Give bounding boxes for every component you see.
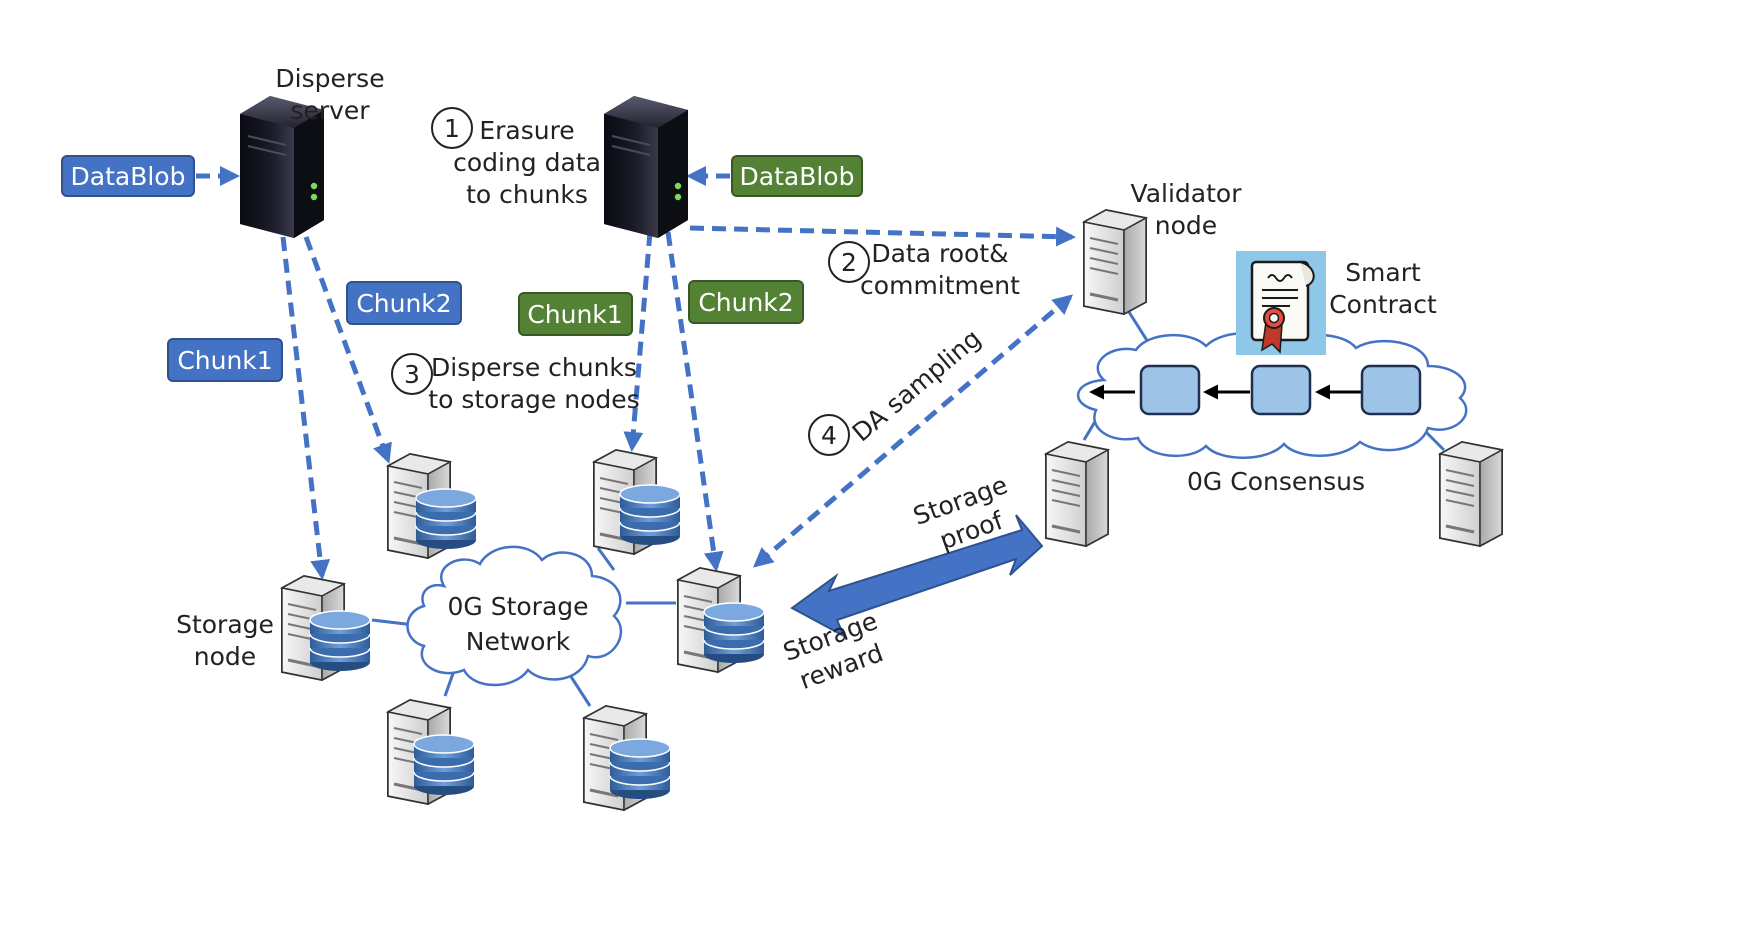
storage-node-label: Storage node xyxy=(176,610,274,671)
consensus-node-left xyxy=(1044,440,1110,548)
smart-contract-icon xyxy=(1236,251,1326,355)
storage-node-4 xyxy=(676,566,765,674)
dashed-flow-arrows xyxy=(196,166,1076,580)
storage-node-2 xyxy=(592,448,681,556)
storage-node-5 xyxy=(386,698,475,806)
datablob-tag-right: DataBlob xyxy=(731,155,863,197)
label-line: Data root& xyxy=(871,239,1008,268)
chunk1-blue-tag: Chunk1 xyxy=(167,338,283,382)
storage-node-3 xyxy=(280,574,371,682)
step-1-badge: 1 xyxy=(431,107,473,149)
disperse-chunks-label: Disperse chunks to storage nodes xyxy=(428,353,639,414)
data-root-arrow xyxy=(689,225,1076,247)
chunk1-green-tag: Chunk1 xyxy=(518,292,633,336)
datablob-right-text: DataBlob xyxy=(740,162,855,191)
smart-contract-label: Smart Contract xyxy=(1329,258,1437,319)
step-3-number: 3 xyxy=(404,360,420,389)
chunk2-green-tag: Chunk2 xyxy=(688,280,804,324)
da-sampling-arrow xyxy=(752,294,1074,568)
step-3-badge: 3 xyxy=(391,353,433,395)
data-root-label: Data root& commitment xyxy=(860,239,1020,300)
step-2-badge: 2 xyxy=(828,241,870,283)
storage-reward-label: Storage reward xyxy=(779,606,887,695)
chunk2-blue-arrow xyxy=(303,236,392,464)
disperse-server-right xyxy=(603,95,689,239)
disperse-server-label: Disperse server xyxy=(275,64,384,125)
blockchain xyxy=(1089,364,1422,416)
chunk1-blue-arrow xyxy=(280,236,331,580)
chunk2-blue-text: Chunk2 xyxy=(356,289,451,318)
chunk2-green-text: Chunk2 xyxy=(698,288,793,317)
label-line: Disperse chunks xyxy=(431,353,637,382)
step-4-number: 4 xyxy=(821,421,837,450)
storage-network-label: 0G Storage Network xyxy=(447,592,588,656)
label-line: node xyxy=(1155,211,1217,240)
label-line: Smart xyxy=(1345,258,1421,287)
block xyxy=(1139,364,1201,416)
chunk2-green-arrow xyxy=(665,231,724,572)
label-line: commitment xyxy=(860,271,1020,300)
chunk2-blue-tag: Chunk2 xyxy=(346,281,462,325)
step-1-number: 1 xyxy=(444,114,460,143)
consensus-label: 0G Consensus xyxy=(1187,467,1365,496)
label-line: node xyxy=(194,642,256,671)
chunk1-blue-text: Chunk1 xyxy=(177,346,272,375)
consensus-node-right xyxy=(1438,440,1504,548)
step-4-badge: 4 xyxy=(808,414,850,456)
label-line: 0G Storage xyxy=(447,592,588,621)
label-line: Storage xyxy=(176,610,274,639)
step-2-number: 2 xyxy=(841,248,857,277)
erasure-coding-label: Erasure coding data to chunks xyxy=(453,116,601,209)
block xyxy=(1250,364,1312,416)
datablob-tag-left: DataBlob xyxy=(61,155,195,197)
label-line: server xyxy=(290,96,370,125)
label-line: to storage nodes xyxy=(428,385,639,414)
label-line: Contract xyxy=(1329,290,1437,319)
label-line: coding data xyxy=(453,148,601,177)
storage-network-cloud xyxy=(406,545,623,687)
label-line: to chunks xyxy=(466,180,588,209)
datablob-left-text: DataBlob xyxy=(71,162,186,191)
storage-node-1 xyxy=(386,452,477,560)
label-line: Erasure xyxy=(479,116,574,145)
validator-node xyxy=(1082,208,1148,316)
storage-node-6 xyxy=(582,704,671,812)
chunk1-green-arrow xyxy=(623,231,653,452)
chunk1-green-text: Chunk1 xyxy=(527,300,622,329)
block xyxy=(1360,364,1422,416)
label-line: Validator xyxy=(1131,179,1243,208)
validator-node-label: Validator node xyxy=(1131,179,1243,240)
label-line: Network xyxy=(466,627,571,656)
storage-proof-reward-arrow xyxy=(790,514,1044,639)
label-line: Disperse xyxy=(275,64,384,93)
